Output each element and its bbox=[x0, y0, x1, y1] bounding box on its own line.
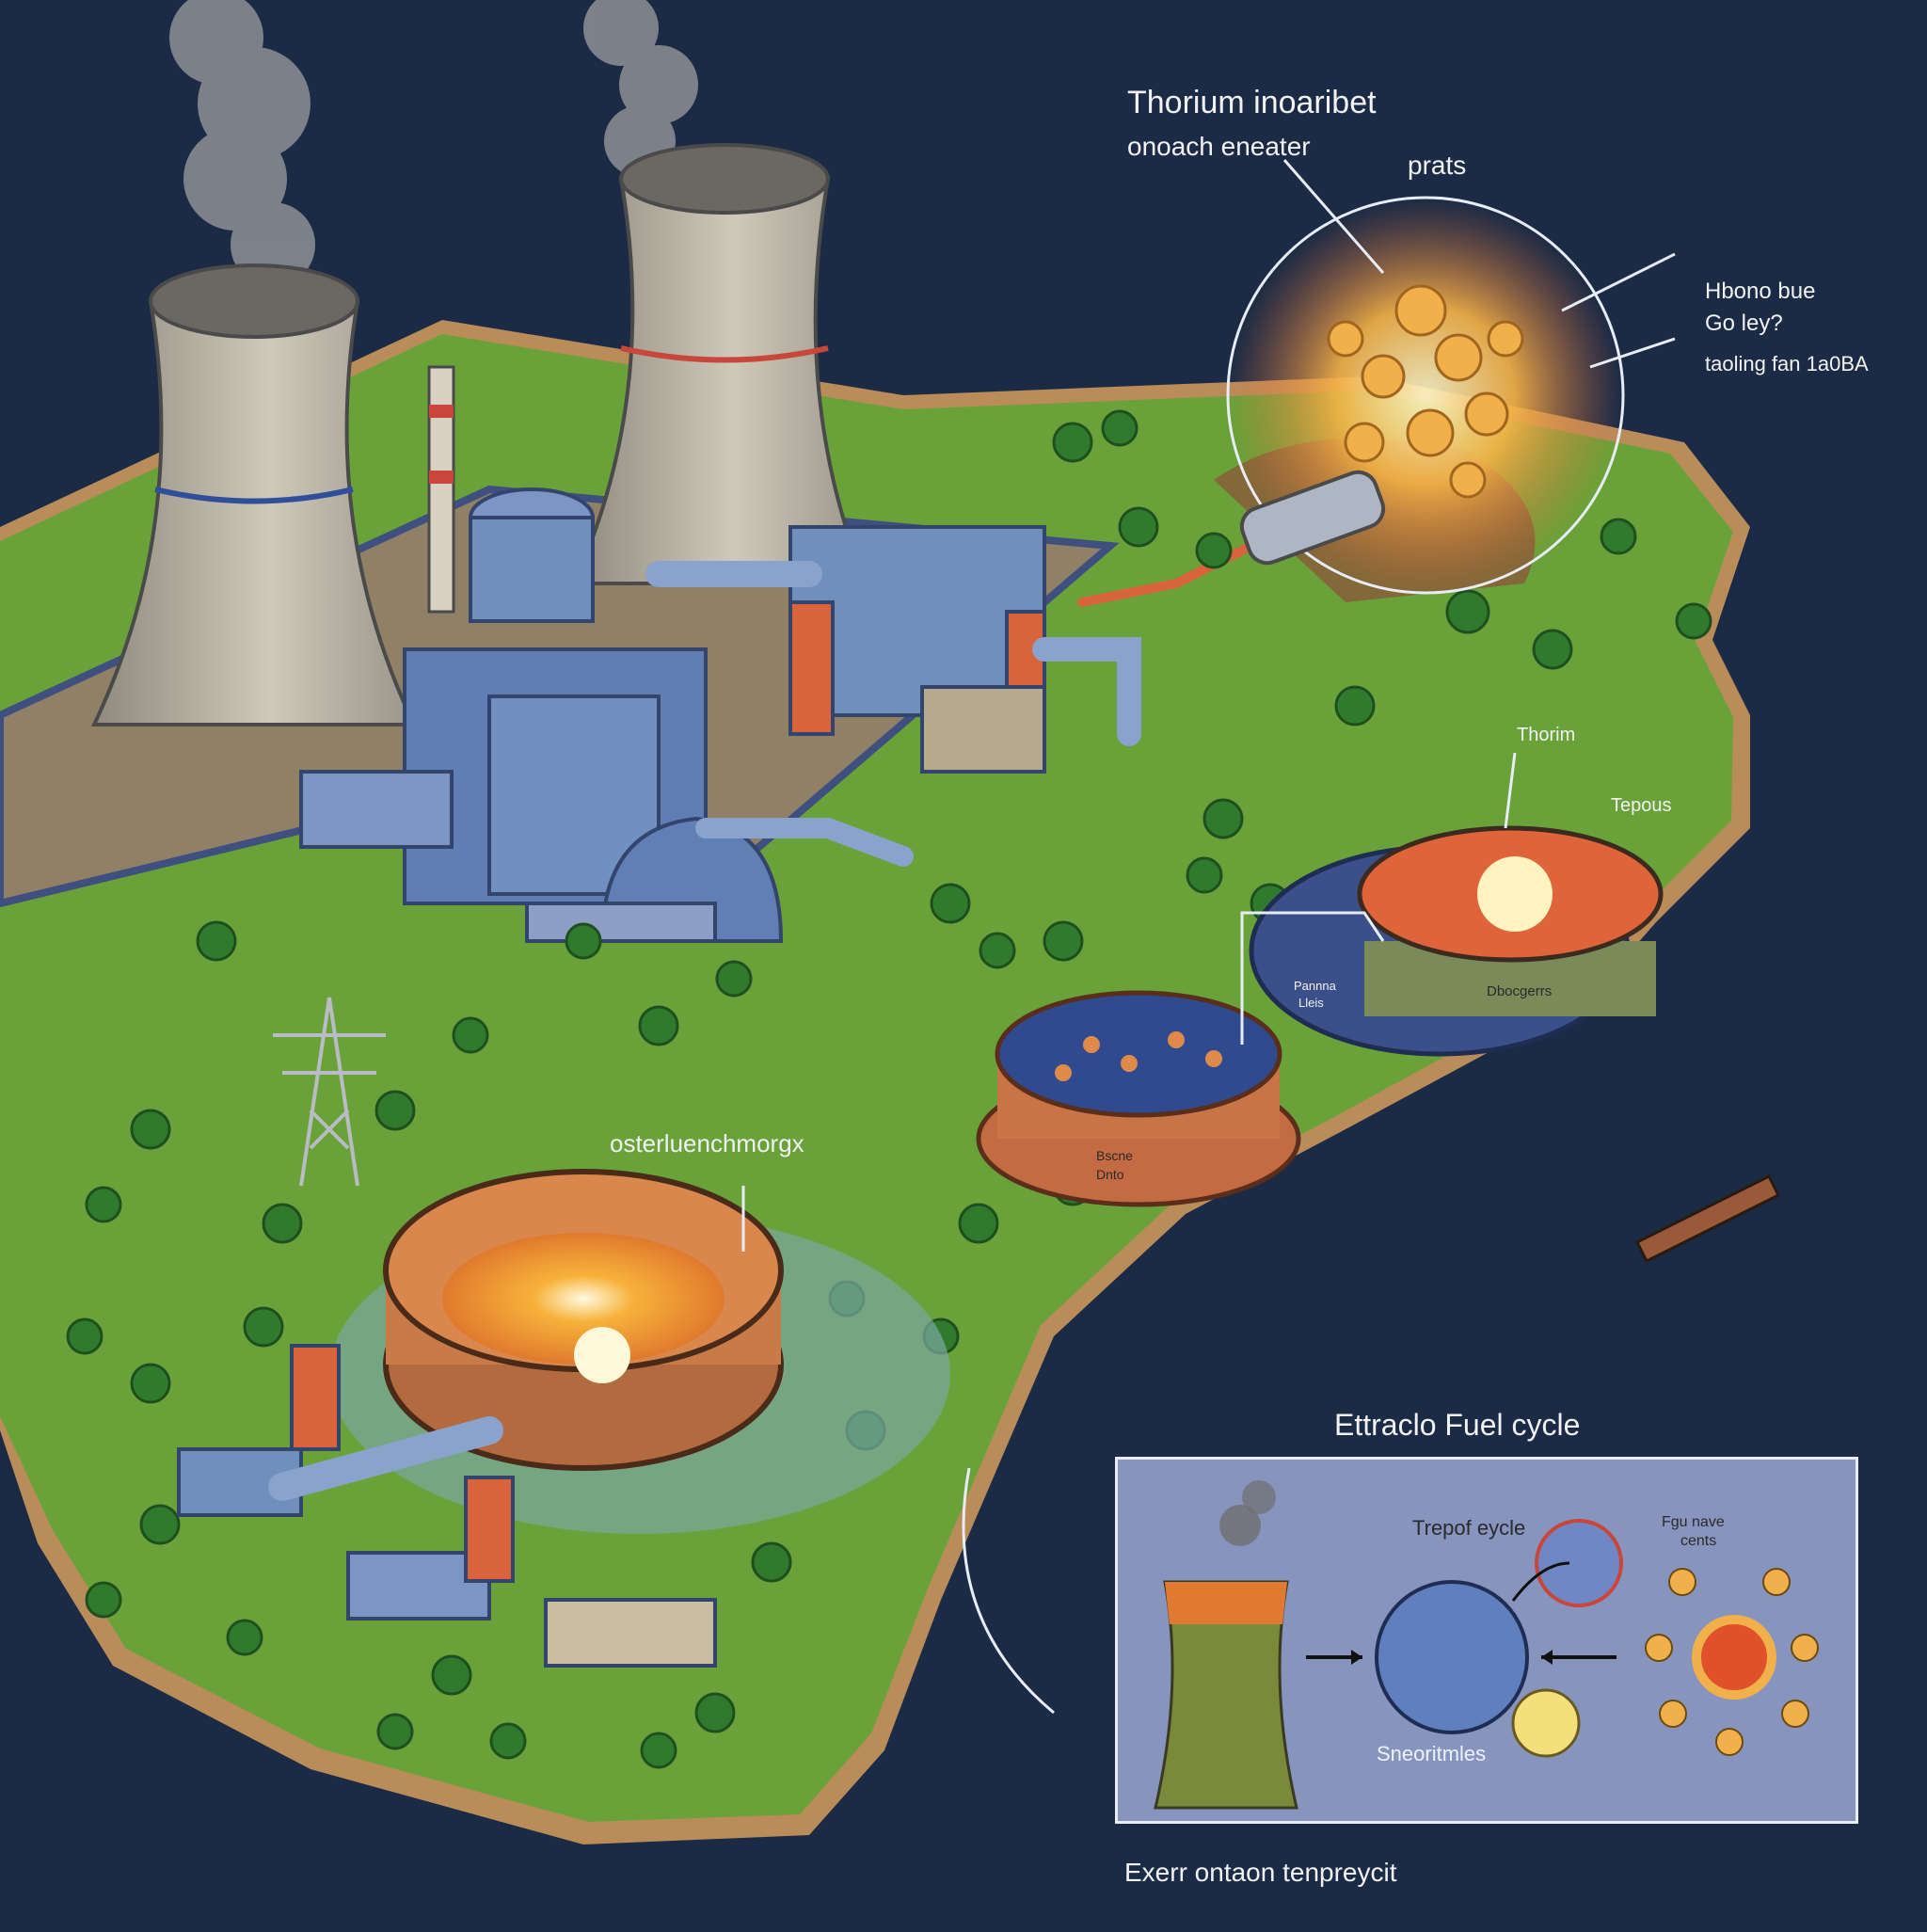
panel-bottom-label: Sneoritmles bbox=[1377, 1742, 1487, 1765]
cooling-tower-left bbox=[90, 263, 418, 726]
reactor-core-large bbox=[329, 1169, 950, 1534]
callout-lines bbox=[741, 159, 1676, 1715]
reactor-buildings bbox=[299, 487, 1046, 943]
label-tank-left-a: Pannna bbox=[1294, 979, 1336, 993]
panel-core-circle bbox=[1375, 1580, 1529, 1734]
fuel-cycle-diagram bbox=[1154, 1480, 1819, 1810]
panel-yellow-circle bbox=[1511, 1688, 1581, 1758]
label-thorium-title: Thorium inoaribet bbox=[1127, 85, 1377, 120]
label-prats: prats bbox=[1408, 151, 1467, 180]
label-core: osterluenchmorgx bbox=[610, 1129, 804, 1158]
power-pylon bbox=[273, 997, 386, 1187]
label-hbono-1: Hbono bue bbox=[1705, 279, 1816, 304]
label-thorium-sub: onoach eneater bbox=[1127, 132, 1311, 161]
label-tank-mid-a: Bscne bbox=[1096, 1148, 1133, 1163]
label-tank-left-b: Lleis bbox=[1298, 996, 1324, 1010]
panel-waste-circle bbox=[1535, 1519, 1623, 1607]
label-hbono-2: Go ley? bbox=[1705, 311, 1783, 336]
label-thorium-small: Thorim bbox=[1517, 725, 1576, 745]
reactor-tank-middle bbox=[976, 990, 1301, 1207]
fuel-cycle-panel: Trepof eycle Fgu nave cents Sneoritmles bbox=[1115, 1457, 1858, 1824]
label-tank-mid-b: Dnto bbox=[1096, 1167, 1124, 1182]
lower-equipment bbox=[177, 1344, 717, 1668]
cooling-tower-right bbox=[570, 143, 868, 585]
panel-corner-label-a: Fgu nave bbox=[1662, 1514, 1725, 1530]
panel-corner-label-b: cents bbox=[1680, 1533, 1717, 1549]
boat bbox=[1634, 1174, 1781, 1264]
label-tank-right: Dbocgerrs bbox=[1487, 983, 1553, 999]
panel-atom-center bbox=[1692, 1615, 1776, 1700]
panel-cycle-label: Trepof eycle bbox=[1412, 1516, 1526, 1540]
label-taoling: taoling fan 1a0BA bbox=[1705, 352, 1869, 375]
panel-heading: Ettraclo Fuel cycle bbox=[1334, 1408, 1581, 1442]
reactor-pool-right bbox=[1249, 825, 1664, 1057]
label-tepous: Tepous bbox=[1611, 795, 1672, 816]
footer-caption: Exerr ontaon tenpreycit bbox=[1124, 1858, 1397, 1887]
chimney bbox=[427, 365, 455, 614]
thorium-burst bbox=[1214, 196, 1625, 602]
